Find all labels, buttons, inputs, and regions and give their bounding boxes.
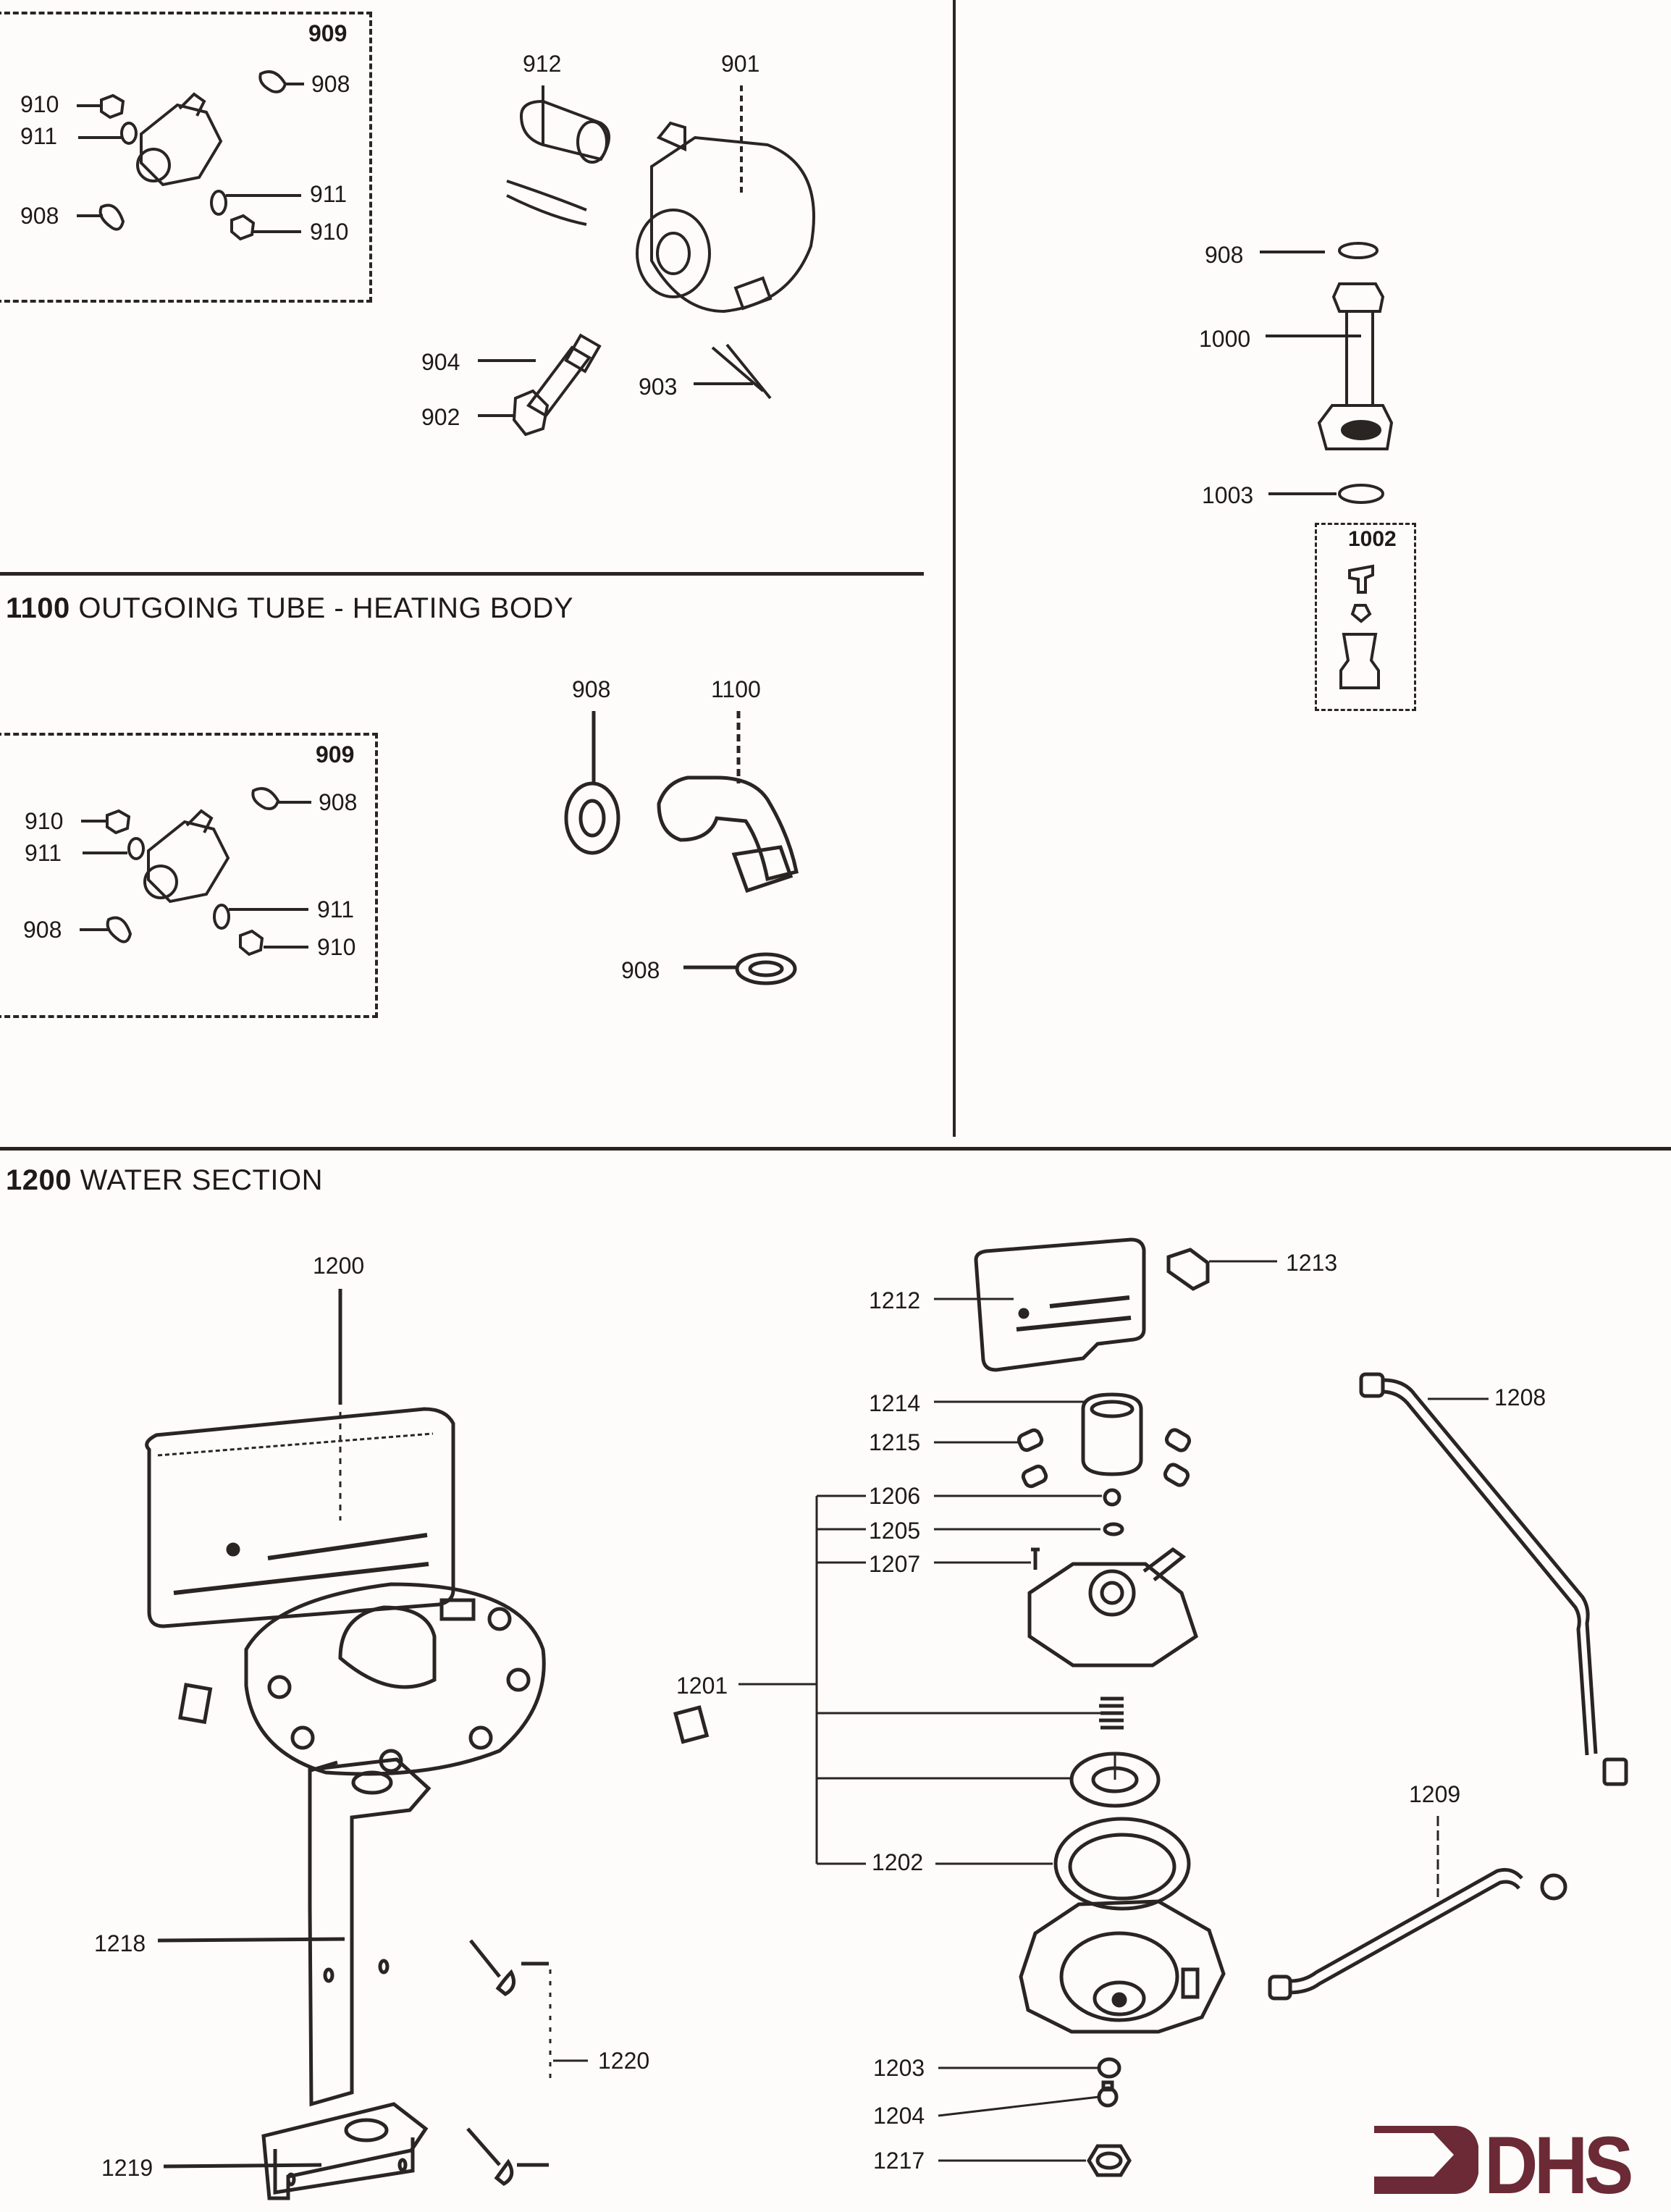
callout-1220: 1220 [598,2048,650,2074]
callout-1215: 1215 [869,1429,921,1455]
inlet-tube-drawing [0,0,1671,724]
section-title-1100: 1100 OUTGOING TUBE - HEATING BODY [6,592,573,625]
callout-1202: 1202 [872,1849,924,1875]
callout-908: 908 [572,676,611,702]
dhs-logo-text: DHS [1484,2120,1634,2211]
callout-908: 908 [20,203,59,229]
callout-911: 911 [25,840,62,866]
dhs-logo: DHS [1368,2120,1643,2211]
callout-910: 910 [20,91,59,117]
callout-1206: 1206 [869,1483,921,1509]
section-name: WATER SECTION [80,1164,323,1196]
callout-1201: 1201 [676,1673,728,1699]
dhs-arrow-icon [1374,2126,1478,2194]
callout-1207: 1207 [869,1551,921,1577]
callout-903: 903 [639,374,678,400]
section-title-1200: 1200 WATER SECTION [6,1164,323,1197]
callout-1214: 1214 [869,1390,921,1416]
callout-1200: 1200 [313,1253,365,1279]
callout-1002: 1002 [1348,527,1397,551]
assembly-box-909 [0,12,372,303]
callout-911: 911 [20,123,58,149]
callout-1100: 1100 [711,676,761,702]
section-number: 1100 [6,592,70,624]
callout-911: 911 [317,896,355,922]
callout-1003: 1003 [1202,482,1254,508]
callout-908: 908 [23,917,62,943]
callout-908: 908 [319,789,358,815]
callout-1217: 1217 [873,2148,925,2174]
pump-motor-drawing [0,0,941,550]
callout-1208: 1208 [1494,1384,1546,1410]
callout-1219: 1219 [101,2155,153,2181]
callout-908: 908 [311,71,350,97]
divider-1200-top [0,1147,1671,1151]
callout-901: 901 [721,51,760,77]
callout-910: 910 [310,219,349,245]
callout-910: 910 [317,934,356,960]
callout-911: 911 [310,181,348,207]
assembly-box-909 [0,733,378,1018]
section-name: OUTGOING TUBE - HEATING BODY [78,592,574,624]
callout-904: 904 [421,349,460,375]
divider-1100-top [0,572,924,576]
section-number: 1200 [6,1164,72,1196]
callout-1204: 1204 [873,2103,925,2129]
callout-912: 912 [523,51,562,77]
valve-assembly-909-drawing [0,0,376,304]
callout-1213: 1213 [1286,1250,1338,1276]
callout-1209: 1209 [1409,1781,1461,1807]
outgoing-tube-drawing [0,0,941,1028]
callout-1203: 1203 [873,2055,925,2081]
callout-1205: 1205 [869,1518,921,1544]
valve-assembly-909-drawing [0,0,941,1028]
assembly-box-1002 [1315,523,1416,711]
callout-909: 909 [308,20,348,46]
callout-910: 910 [25,808,64,834]
callout-1218: 1218 [94,1930,146,1956]
callout-908: 908 [1205,242,1244,268]
divider-vertical-top [953,0,956,1137]
callout-1212: 1212 [869,1287,921,1313]
callout-1000: 1000 [1199,326,1251,352]
callout-908: 908 [621,957,660,983]
callout-902: 902 [421,404,460,430]
water-section-assembly-drawing [0,0,724,2202]
callout-909: 909 [316,741,355,768]
